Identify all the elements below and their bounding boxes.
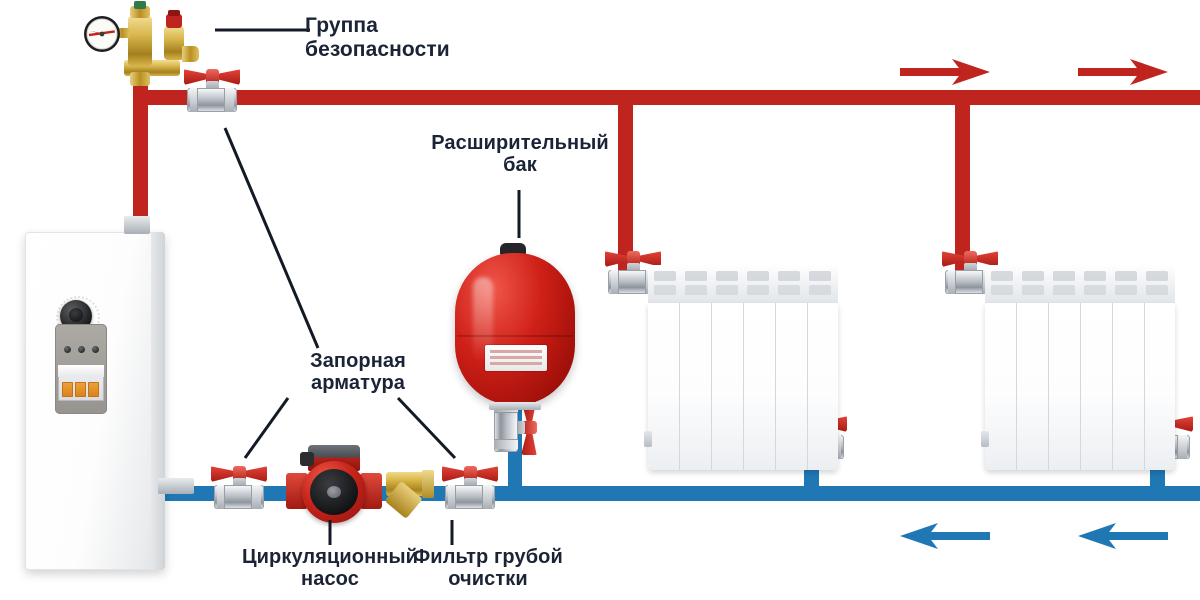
filter-union-nut	[422, 470, 434, 498]
radiator-1[interactable]	[644, 265, 838, 470]
safety-group[interactable]	[78, 0, 210, 95]
expansion-tank[interactable]	[455, 243, 575, 423]
valve-handle-icon[interactable]	[184, 68, 240, 85]
radiator-air-vent-icon	[981, 431, 989, 447]
leader-shutoff-right	[396, 396, 457, 460]
valve-body	[445, 485, 495, 509]
radiator-top-manifold	[985, 265, 1175, 307]
return-flow-arrow-1	[900, 522, 990, 555]
valve-handle-icon[interactable]	[942, 250, 998, 267]
electric-boiler[interactable]	[25, 216, 194, 570]
return-flow-arrow-2	[1078, 522, 1168, 555]
valve-body	[214, 485, 264, 509]
valve-boiler-supply[interactable]	[183, 68, 241, 114]
tank-connection-flange	[489, 402, 541, 410]
label-circulation-pump: Циркуляционный насос	[241, 546, 419, 591]
supply-flow-arrow-1	[900, 58, 990, 91]
breaker-switch-1[interactable]	[62, 382, 73, 397]
pump-flange-right	[360, 473, 382, 509]
breaker-switch-3[interactable]	[88, 382, 99, 397]
boiler-side-panel	[151, 232, 165, 570]
tank-air-valve-cap-icon	[500, 243, 526, 256]
radiator-sections	[981, 303, 1175, 470]
label-expansion-tank: Расширительный бак	[431, 132, 609, 177]
radiator-top-manifold	[648, 265, 838, 307]
valve-before-pump[interactable]	[210, 465, 268, 511]
boiler-supply-port	[124, 216, 150, 234]
label-shutoff-valves: Запорная арматура	[310, 350, 406, 395]
tank-spec-label	[485, 345, 547, 371]
leader-shutoff-left	[243, 397, 290, 459]
supply-flow-arrow-2	[1078, 58, 1168, 91]
pump-bleed-screw-icon[interactable]	[327, 486, 341, 498]
label-safety-group: Группа безопасности	[305, 14, 450, 61]
circuit-breaker[interactable]	[58, 365, 104, 401]
boiler-return-port	[158, 478, 194, 494]
tank-highlight	[473, 277, 493, 363]
supply-pipe-drop-radiator-1	[618, 90, 633, 272]
tank-shell	[455, 253, 575, 405]
supply-pipe-main-horizontal	[133, 90, 1200, 105]
tank-weld-seam	[457, 335, 573, 337]
radiator-2[interactable]	[981, 265, 1175, 470]
indicator-led-3	[92, 346, 99, 353]
valve-after-filter[interactable]	[441, 465, 499, 511]
label-coarse-filter: Фильтр грубой очистки	[413, 546, 563, 591]
radiator-sections	[644, 303, 838, 470]
valve-body	[187, 88, 237, 112]
coarse-filter-strainer[interactable]	[384, 466, 444, 524]
indicator-led-2	[78, 346, 85, 353]
pump-cable-gland-icon	[300, 452, 314, 466]
circulation-pump[interactable]	[286, 443, 382, 539]
breaker-top-rail	[58, 365, 104, 377]
leader-shutoff-top	[223, 127, 320, 349]
indicator-led-1	[64, 346, 71, 353]
supply-pipe-drop-radiator-2	[955, 90, 970, 272]
radiator-air-vent-icon	[644, 431, 652, 447]
breaker-switch-2[interactable]	[75, 382, 86, 397]
